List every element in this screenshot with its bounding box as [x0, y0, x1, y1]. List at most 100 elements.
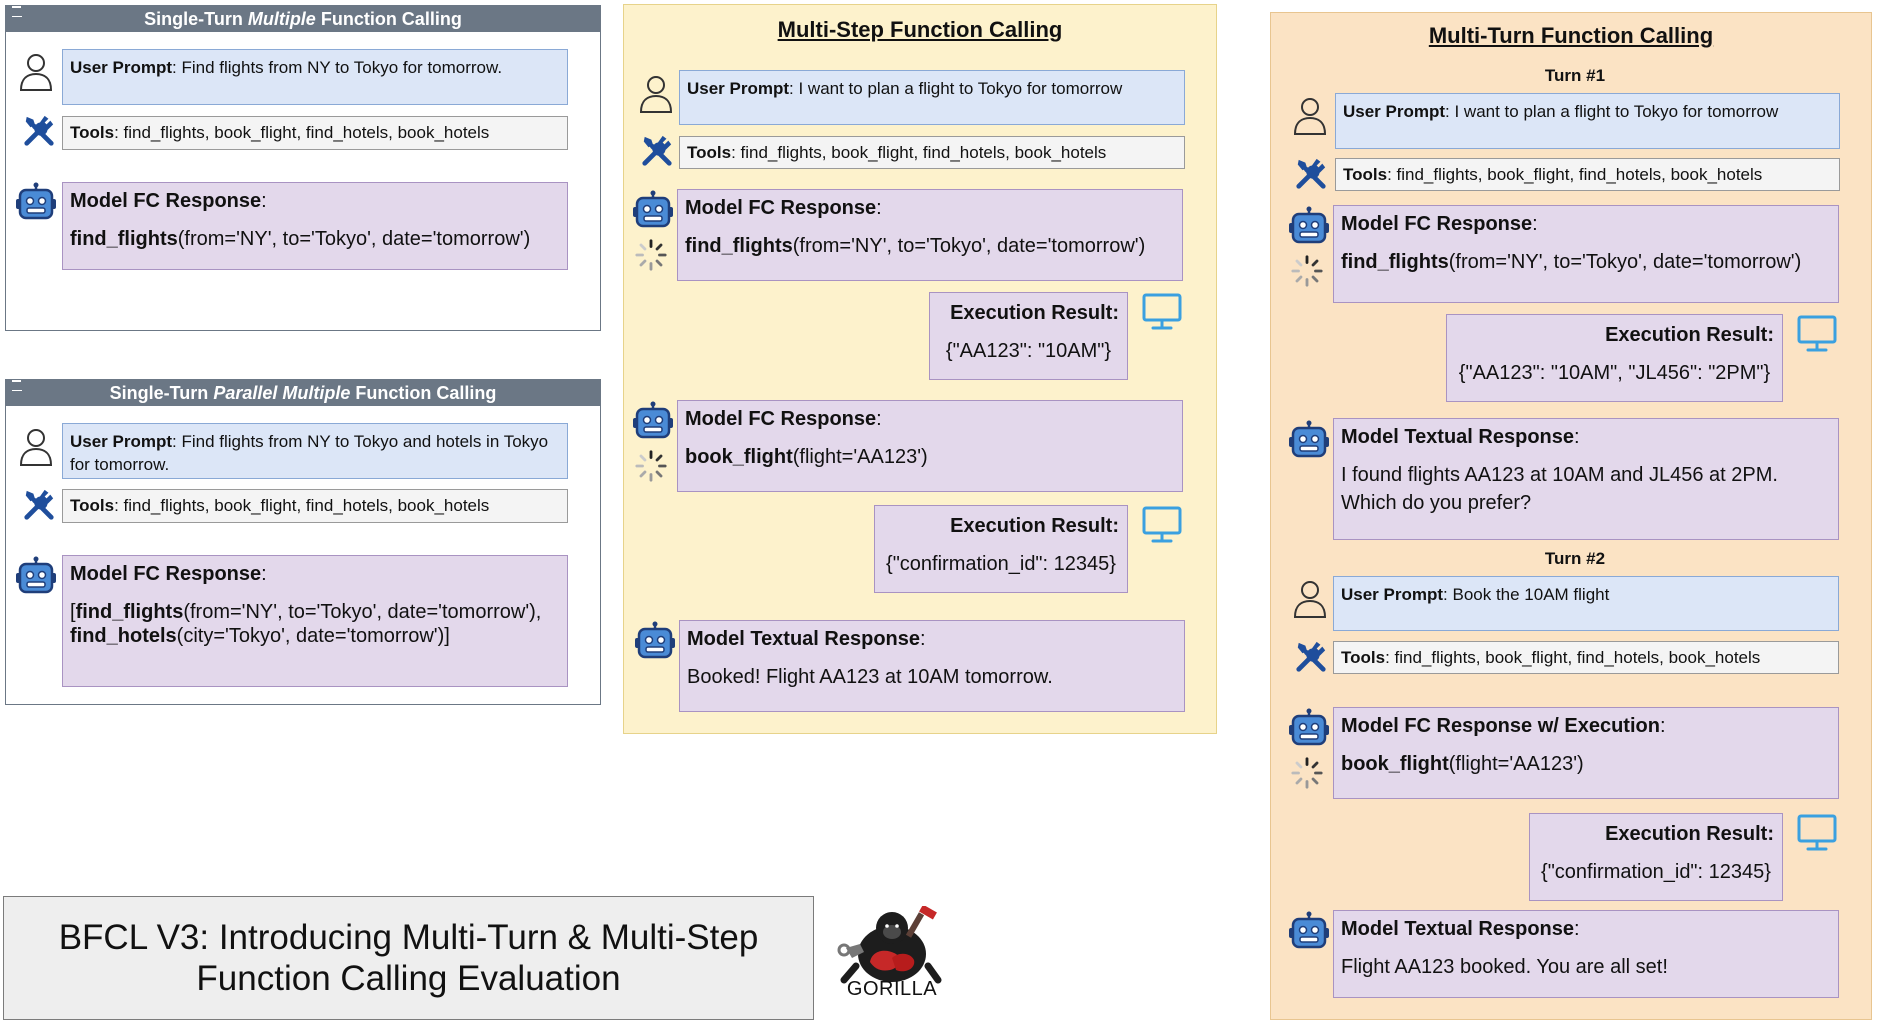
- execution-result-value: {"AA123": "10AM", "JL456": "2PM"}: [1458, 362, 1771, 384]
- panel-title-pre: Single-Turn: [144, 9, 248, 29]
- user-prompt-text: : Find flights from NY to Tokyo for tomo…: [172, 58, 503, 77]
- model-response-label: Model FC Response: [70, 190, 262, 212]
- function-args: (city='Tokyo', date='tomorrow')]: [176, 625, 450, 647]
- robot-icon: [1289, 708, 1329, 748]
- minimize-icon[interactable]: [12, 6, 22, 17]
- tools-label: Tools: [1343, 165, 1388, 184]
- user-icon: [1292, 96, 1328, 136]
- panel-title-post: Function Calling: [350, 383, 497, 403]
- spinner-icon: [634, 238, 668, 272]
- robot-icon: [633, 190, 673, 230]
- user-icon: [18, 52, 54, 92]
- execution-result-label: Execution Result:: [950, 515, 1119, 537]
- model-fc-response-box: Model FC Response: find_flights(from='NY…: [677, 189, 1183, 281]
- call-bracket: [: [70, 601, 76, 623]
- function-name: find_hotels: [70, 625, 177, 647]
- model-response-label: Model Textual Response: [687, 628, 921, 650]
- user-icon: [18, 427, 54, 467]
- user-prompt-text: : I want to plan a flight to Tokyo for t…: [1445, 102, 1779, 121]
- tools-text: : find_flights, book_flight, find_hotels…: [1387, 165, 1763, 184]
- panel-title-pre: Single-Turn: [109, 383, 214, 403]
- function-name: find_flights: [75, 601, 184, 623]
- function-name: find_flights: [70, 228, 178, 250]
- execution-result-box: Execution Result: {"confirmation_id": 12…: [874, 505, 1128, 593]
- execution-result-label: Execution Result:: [950, 302, 1119, 324]
- user-prompt-box: User Prompt: I want to plan a flight to …: [679, 70, 1185, 125]
- execution-result-value: {"confirmation_id": 12345}: [1541, 861, 1771, 883]
- execution-result-value: {"confirmation_id": 12345}: [886, 553, 1116, 575]
- robot-icon: [16, 182, 56, 222]
- user-icon: [638, 74, 674, 114]
- function-args: (from='NY', to='Tokyo', date='tomorrow'): [1448, 251, 1802, 273]
- spinner-icon: [1290, 756, 1324, 790]
- execution-result-box: Execution Result: {"confirmation_id": 12…: [1529, 813, 1783, 901]
- user-prompt-box: User Prompt: Book the 10AM flight: [1333, 576, 1839, 631]
- tools-icon: [1294, 157, 1328, 191]
- monitor-icon: [1142, 505, 1182, 545]
- turn-2-label: Turn #2: [1544, 549, 1606, 568]
- model-textual-response-box: Model Textual Response: Flight AA123 boo…: [1333, 910, 1839, 998]
- user-prompt-text: : Find flights from NY to Tokyo and hote…: [70, 432, 549, 474]
- user-prompt-text: : I want to plan a flight to Tokyo for t…: [789, 79, 1123, 98]
- model-response-label: Model Textual Response: [1341, 918, 1575, 940]
- panel-title-bar: Single-Turn Multiple Function Calling: [6, 6, 600, 32]
- panel-title-em: Parallel Multiple: [213, 383, 351, 403]
- tools-label: Tools: [70, 496, 115, 515]
- gorilla-logo: [837, 906, 942, 984]
- model-response-text: I found flights AA123 at 10AM and JL456 …: [1341, 464, 1778, 486]
- user-prompt-text: : Book the 10AM flight: [1443, 585, 1610, 604]
- minimize-icon[interactable]: [12, 380, 22, 391]
- function-args: (from='NY', to='Tokyo', date='tomorrow')…: [183, 601, 542, 623]
- tools-icon: [22, 114, 56, 148]
- user-prompt-box: User Prompt: Find flights from NY to Tok…: [62, 423, 568, 479]
- caption-line-2: Function Calling Evaluation: [196, 959, 621, 998]
- panel-title-bar: Single-Turn Parallel Multiple Function C…: [6, 380, 600, 406]
- user-prompt-label: User Prompt: [1341, 585, 1444, 604]
- model-fc-response-box: Model FC Response: book_flight(flight='A…: [677, 400, 1183, 492]
- execution-result-box: Execution Result: {"AA123": "10AM", "JL4…: [1446, 314, 1783, 402]
- tools-label: Tools: [70, 123, 115, 142]
- function-name: find_flights: [1341, 251, 1449, 273]
- execution-result-label: Execution Result:: [1605, 823, 1774, 845]
- tools-icon: [22, 488, 56, 522]
- function-args: (flight='AA123'): [792, 446, 928, 468]
- user-prompt-label: User Prompt: [70, 432, 173, 451]
- model-response-label: Model Textual Response: [1341, 426, 1575, 448]
- gorilla-label: GORILLA: [846, 978, 938, 1000]
- model-response-label: Model FC Response: [685, 197, 877, 219]
- model-fc-response-box: Model FC Response: [find_flights(from='N…: [62, 555, 568, 687]
- model-fc-response-box: Model FC Response: find_flights(from='NY…: [1333, 205, 1839, 303]
- model-response-text: Booked! Flight AA123 at 10AM tomorrow.: [687, 666, 1053, 688]
- tools-text: : find_flights, book_flight, find_hotels…: [1385, 648, 1761, 667]
- panel-title: Multi-Step Function Calling: [777, 17, 1063, 42]
- turn-1-label: Turn #1: [1544, 66, 1606, 85]
- user-icon: [1292, 579, 1328, 619]
- tools-text: : find_flights, book_flight, find_hotels…: [731, 143, 1107, 162]
- tools-text: : find_flights, book_flight, find_hotels…: [114, 496, 490, 515]
- model-response-label: Model FC Response: [685, 408, 877, 430]
- user-prompt-label: User Prompt: [1343, 102, 1446, 121]
- monitor-icon: [1797, 813, 1837, 853]
- function-args: (from='NY', to='Tokyo', date='tomorrow'): [792, 235, 1146, 257]
- tools-text: : find_flights, book_flight, find_hotels…: [114, 123, 490, 142]
- function-name: find_flights: [685, 235, 793, 257]
- monitor-icon: [1142, 292, 1182, 332]
- execution-result-value: {"AA123": "10AM"}: [945, 340, 1112, 362]
- execution-result-label: Execution Result:: [1605, 324, 1774, 346]
- robot-icon: [16, 556, 56, 596]
- model-fc-response-box: Model FC Response w/ Execution: book_fli…: [1333, 707, 1839, 799]
- panel-title-post: Function Calling: [315, 9, 462, 29]
- function-args: (from='NY', to='Tokyo', date='tomorrow'): [177, 228, 531, 250]
- model-response-text: Flight AA123 booked. You are all set!: [1341, 956, 1668, 978]
- execution-result-box: Execution Result: {"AA123": "10AM"}: [929, 292, 1128, 380]
- caption-box: BFCL V3: Introducing Multi-Turn & Multi-…: [3, 896, 814, 1020]
- robot-icon: [635, 621, 675, 661]
- caption-line-1: BFCL V3: Introducing Multi-Turn & Multi-…: [58, 918, 759, 957]
- tools-box: Tools: find_flights, book_flight, find_h…: [1333, 641, 1839, 674]
- model-response-label: Model FC Response: [70, 563, 262, 585]
- tools-box: Tools: find_flights, book_flight, find_h…: [62, 489, 568, 523]
- function-name: book_flight: [1341, 753, 1449, 775]
- user-prompt-box: User Prompt: I want to plan a flight to …: [1335, 93, 1840, 149]
- tools-box: Tools: find_flights, book_flight, find_h…: [1335, 158, 1840, 191]
- model-response-text: Which do you prefer?: [1341, 492, 1532, 514]
